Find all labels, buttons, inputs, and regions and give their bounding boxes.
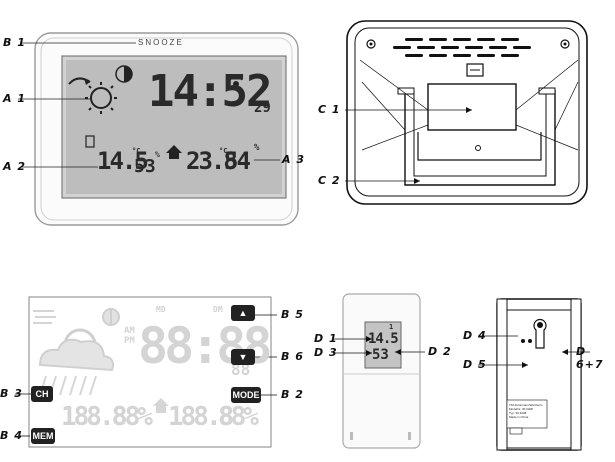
front-indoor-temp-unit: °C (219, 147, 228, 155)
sensor-channel: 1 (389, 323, 394, 331)
snooze-label: SNOOZE (138, 38, 184, 47)
front-outdoor-humidity-unit: % (155, 150, 160, 159)
callout-d4: D 4 (463, 329, 487, 342)
lcd-md-label: MD (156, 305, 166, 314)
full-lcd (15, 296, 277, 448)
triangle-down-icon: ▼ (238, 352, 248, 362)
mem-button[interactable]: MEM (31, 428, 55, 444)
down-button[interactable]: ▼ (231, 349, 255, 365)
sensor-back (478, 298, 590, 451)
callout-b6: B 6 (281, 350, 304, 363)
sensor-front (333, 293, 425, 449)
front-outdoor-temp-unit: °C (132, 147, 141, 155)
ch-button[interactable]: CH (31, 386, 53, 402)
callout-d2: D 2 (428, 345, 452, 358)
lcd-am-label: AM (124, 326, 135, 336)
front-indoor-humidity: 54 (224, 147, 251, 175)
lcd-pm-label: PM (124, 336, 135, 346)
callout-b4: B 4 (0, 429, 23, 442)
callout-d5: D 5 (463, 358, 487, 371)
up-button[interactable]: ▲ (231, 305, 255, 321)
lcd-out-hum: 88% (112, 402, 153, 432)
sticker-line: Modellnr. 30.3208 (509, 407, 533, 411)
callout-c2: C 2 (318, 174, 341, 187)
sticker-line: TFA Dostmann/Wertheim (509, 403, 543, 407)
callout-a2: A 2 (3, 160, 26, 173)
sensor-back-sticker: TFA Dostmann/Wertheim Modellnr. 30.3208 … (509, 403, 542, 419)
callout-c1: C 1 (318, 103, 341, 116)
front-outdoor-temp: 14.5 (97, 147, 149, 175)
callout-d3: D 3 (314, 346, 338, 359)
lcd-in-digits: 188.8 (168, 402, 234, 432)
callout-b3: B 3 (0, 387, 23, 400)
triangle-up-icon: ▲ (238, 308, 248, 318)
sticker-line: Typ: 30.3208 (509, 411, 527, 415)
back-unit (345, 20, 588, 205)
front-seconds: 29 (254, 100, 271, 116)
mode-button[interactable]: MODE (231, 387, 261, 403)
lcd-dm-label: DM (213, 305, 223, 314)
callout-b1: B 1 (3, 36, 26, 49)
sticker-line: Made in China (509, 415, 529, 419)
lcd-in-hum: 88% (218, 402, 259, 432)
callout-a1: A 1 (3, 92, 26, 105)
front-indoor-temp: 23.8 (186, 147, 238, 175)
callout-a3: A 3 (282, 153, 305, 166)
lcd-out-digits: 188.8 (61, 402, 127, 432)
front-unit (18, 32, 299, 226)
sensor-temp: 14.5 (368, 331, 399, 347)
callout-d67: D 6+7 (576, 345, 604, 371)
front-time: 14:52 (148, 66, 272, 117)
callout-b2: B 2 (281, 388, 304, 401)
sensor-humidity: 53 (372, 347, 389, 363)
callout-b5: B 5 (281, 308, 304, 321)
front-outdoor-humidity: 53 (134, 156, 156, 177)
callout-d1: D 1 (314, 332, 338, 345)
front-indoor-humidity-unit: % (254, 143, 260, 153)
